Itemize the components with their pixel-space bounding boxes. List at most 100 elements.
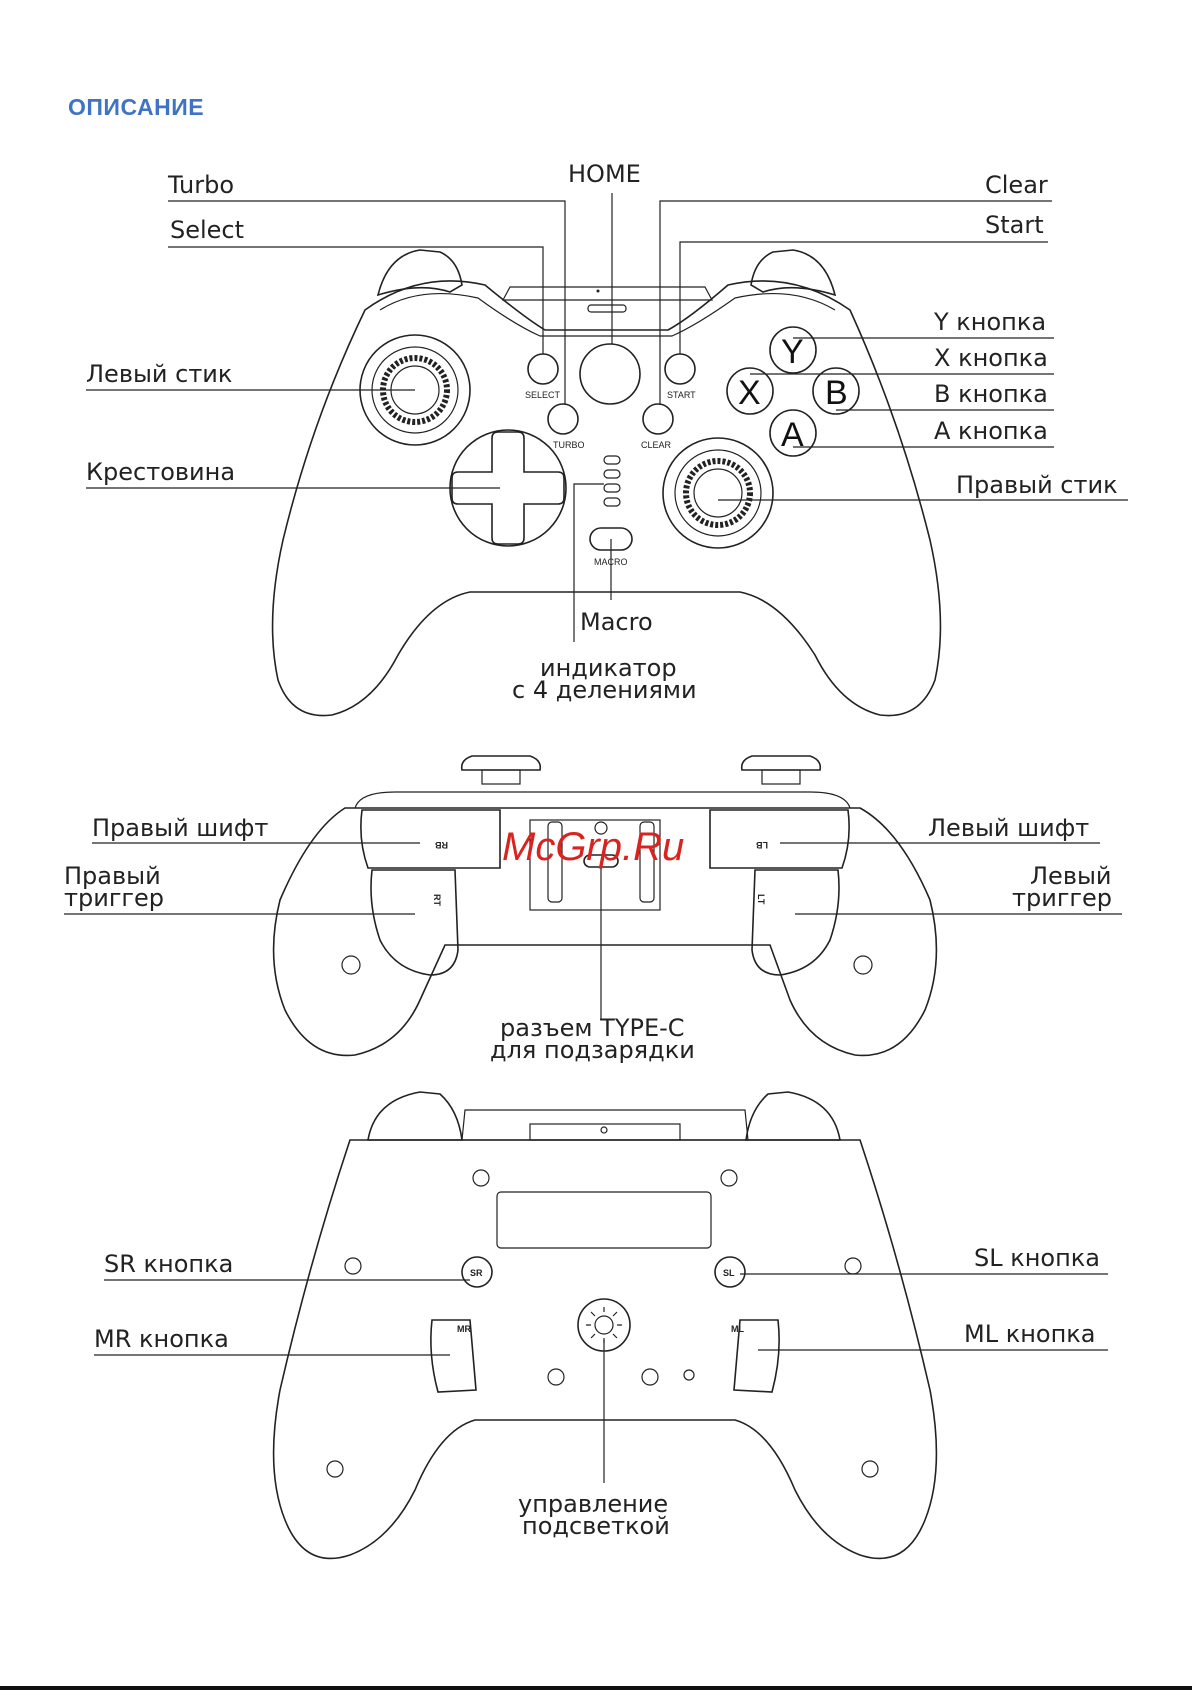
sl-button-label: SL кнопка — [974, 1244, 1100, 1272]
screw — [472, 1169, 490, 1187]
sr-button-label: SR кнопка — [104, 1250, 233, 1278]
left-trigger-label-1: Левый — [1030, 862, 1112, 890]
turbo-printed: TURBO — [553, 440, 585, 450]
left-stick-label: Левый стик — [86, 360, 232, 388]
front-top-slot — [587, 304, 627, 313]
screw — [861, 1460, 879, 1478]
mr-button-label: MR кнопка — [94, 1325, 229, 1353]
bottom-rule — [0, 1686, 1192, 1690]
top-view: RB LB RT LT McGrp.Ru Правый шифт Левый ш… — [64, 755, 1122, 1064]
y-letter: Y — [781, 333, 804, 371]
indicator-led-2 — [603, 469, 621, 479]
ml-button[interactable] — [733, 1319, 780, 1393]
top-right-hole — [853, 955, 873, 975]
home-button[interactable] — [579, 343, 641, 405]
section-title: ОПИСАНИЕ — [68, 94, 205, 120]
front-right-bumper — [750, 249, 837, 297]
a-button[interactable] — [769, 409, 817, 457]
y-button[interactable] — [769, 326, 817, 374]
sun-rays-icon — [586, 1307, 622, 1343]
light-control-label-1: управление — [518, 1490, 668, 1518]
back-body — [272, 1139, 938, 1560]
sl-printed: SL — [723, 1268, 735, 1278]
back-right-bumper — [745, 1091, 841, 1141]
right-stick-ring — [662, 437, 774, 549]
front-left-bumper — [376, 249, 463, 297]
top-right-stick-cap — [740, 755, 822, 771]
top-body — [272, 807, 938, 1057]
right-stick-cap — [674, 449, 762, 537]
screw — [326, 1460, 344, 1478]
back-left-bumper — [367, 1091, 463, 1141]
rb-shift[interactable] — [360, 809, 501, 869]
screw — [344, 1257, 362, 1275]
clear-label: Clear — [985, 171, 1048, 199]
lt-trigger[interactable] — [751, 869, 840, 976]
macro-label: Macro — [580, 608, 653, 636]
turbo-button[interactable] — [547, 403, 579, 435]
top-left-stick-shaft — [481, 769, 521, 785]
a-letter: A — [781, 416, 804, 454]
select-label: Select — [170, 216, 244, 244]
back-top-dot — [600, 1126, 608, 1134]
front-view: SELECT START TURBO CLEAR MACRO Y X B A — [86, 160, 1128, 717]
typec-label-1: разъем TYPE-C — [500, 1014, 685, 1042]
screw — [547, 1368, 565, 1386]
top-center-hole — [594, 821, 608, 835]
battery-window — [496, 1191, 712, 1249]
lt-printed: LT — [756, 894, 766, 905]
start-printed: START — [667, 390, 696, 400]
select-printed: SELECT — [525, 390, 561, 400]
indicator-led-4 — [603, 497, 621, 507]
mr-printed: MR — [457, 1324, 471, 1334]
indicator-led-3 — [603, 483, 621, 493]
top-button-row — [354, 791, 851, 809]
ml-button-label: ML кнопка — [964, 1320, 1095, 1348]
sl-button[interactable] — [714, 1256, 746, 1288]
back-view: SR SL MR ML SR кнопка SL кнопка MR кнопк… — [94, 1091, 1108, 1560]
select-button[interactable] — [527, 353, 559, 385]
left-shift-label: Левый шифт — [928, 814, 1089, 842]
typec-port — [583, 854, 619, 868]
screw — [720, 1169, 738, 1187]
x-button[interactable] — [726, 367, 774, 415]
screw — [844, 1257, 862, 1275]
rt-trigger[interactable] — [370, 869, 459, 976]
back-top-strip — [461, 1109, 749, 1141]
right-shift-label: Правый шифт — [92, 814, 268, 842]
right-stick-center — [693, 468, 743, 518]
lb-printed: LB — [756, 840, 768, 850]
front-inner-contour — [379, 292, 836, 337]
mr-button[interactable] — [430, 1319, 477, 1393]
ml-printed: ML — [731, 1324, 744, 1334]
turbo-label: Turbo — [167, 171, 234, 199]
top-right-slot — [639, 821, 655, 903]
dpad-cross[interactable] — [451, 431, 565, 545]
top-left-slot — [547, 821, 563, 903]
front-body — [271, 280, 942, 717]
sr-printed: SR — [470, 1268, 483, 1278]
rt-printed: RT — [432, 894, 442, 906]
home-label: HOME — [568, 160, 641, 188]
right-trigger-label-2: триггер — [64, 884, 164, 912]
right-trigger-label-1: Правый — [64, 862, 161, 890]
sr-button[interactable] — [461, 1256, 493, 1288]
clear-button[interactable] — [642, 403, 674, 435]
dpad-label: Крестовина — [86, 458, 235, 486]
b-letter: B — [825, 374, 848, 412]
indicator-label-2: с 4 делениями — [512, 676, 697, 704]
top-right-stick-shaft — [761, 769, 801, 785]
front-top-strip — [501, 286, 714, 301]
b-button[interactable] — [812, 367, 860, 415]
back-top-slot — [529, 1123, 681, 1141]
top-left-hole — [341, 955, 361, 975]
sun-icon — [594, 1315, 614, 1335]
watermark: McGrp.Ru — [502, 825, 684, 869]
x-letter: X — [738, 374, 761, 412]
top-left-stick-cap — [460, 755, 542, 771]
right-stick-grip — [683, 458, 753, 528]
lb-shift[interactable] — [709, 809, 850, 869]
start-button[interactable] — [664, 353, 696, 385]
small-hole — [683, 1369, 695, 1381]
